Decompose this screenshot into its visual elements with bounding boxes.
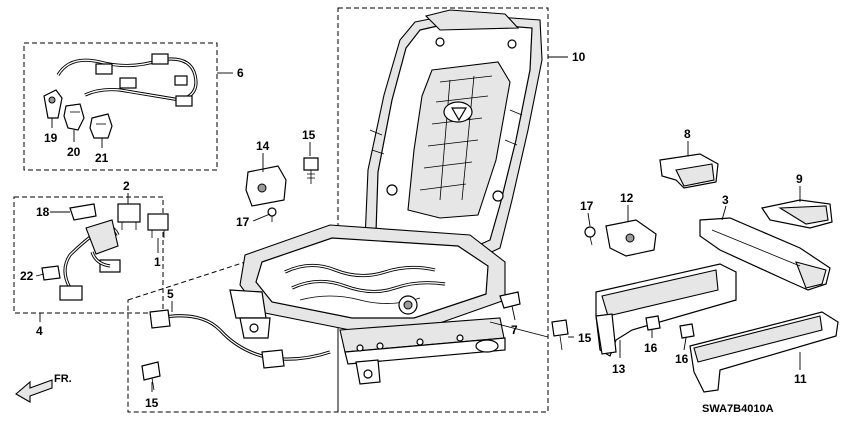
callout-15-bottom: 15 <box>145 396 159 410</box>
callout-15-top: 15 <box>302 128 316 142</box>
cover-9 <box>761 199 833 229</box>
callout-18: 18 <box>36 205 50 219</box>
callout-1: 1 <box>154 255 161 269</box>
callout-21: 21 <box>95 151 109 165</box>
front-arrow: FR. <box>15 373 72 403</box>
callout-20: 20 <box>67 145 81 159</box>
callout-11: 11 <box>794 372 807 386</box>
bracket-14 <box>245 165 287 207</box>
cover-11 <box>689 311 839 393</box>
callout-16-left: 16 <box>644 341 658 355</box>
callout-6: 6 <box>237 66 244 80</box>
callout-8: 8 <box>684 127 691 141</box>
callout-15-right: 15 <box>578 331 592 345</box>
clip-20 <box>63 103 85 131</box>
clip-22 <box>41 265 61 281</box>
callout-17-left: 17 <box>236 215 250 229</box>
clip-21 <box>89 113 113 139</box>
callout-3: 3 <box>722 193 729 207</box>
clip-7 <box>499 291 521 309</box>
group-box-harness-6 <box>23 42 218 171</box>
group-box-harness-4 <box>13 196 164 314</box>
front-arrow-label: FR. <box>54 373 72 385</box>
callout-7: 7 <box>511 323 518 337</box>
harness-6 <box>56 53 198 107</box>
reference-code: SWA7B4010A <box>702 403 774 415</box>
bolt-15-bottom <box>141 361 161 391</box>
clip-16-left <box>645 315 661 331</box>
callout-5: 5 <box>167 287 174 301</box>
cover-13 <box>595 263 737 357</box>
cover-3 <box>699 217 831 291</box>
callouts: 10 6 19 20 21 14 15 17 2 18 1 22 4 5 15 … <box>20 50 807 410</box>
callout-14: 14 <box>256 139 270 153</box>
group-boxes <box>13 7 549 413</box>
relay-2 <box>117 203 141 230</box>
callout-16-right: 16 <box>675 352 689 366</box>
callout-12: 12 <box>620 191 634 205</box>
clip-18 <box>69 203 97 221</box>
callout-4: 4 <box>36 324 43 338</box>
callout-9: 9 <box>796 172 803 186</box>
leader-lines <box>35 56 801 392</box>
callout-13: 13 <box>612 362 626 376</box>
group-box-seat-frame <box>337 7 549 413</box>
harness-4 <box>59 219 121 301</box>
bracket-12 <box>605 219 657 257</box>
callout-19: 19 <box>44 131 58 145</box>
callout-17-right: 17 <box>580 199 594 213</box>
cover-8 <box>659 153 719 189</box>
screw-17-right <box>584 226 596 246</box>
front-arrow-icon <box>15 379 53 403</box>
switch-1 <box>147 213 169 238</box>
screw-17-left <box>267 207 277 222</box>
callout-10: 10 <box>572 50 586 64</box>
clip-19 <box>43 89 63 119</box>
bolt-15-right <box>551 319 569 351</box>
callout-22: 22 <box>20 269 34 283</box>
seat-back-frame <box>364 9 543 263</box>
bolt-15-top <box>303 157 319 184</box>
callout-2: 2 <box>123 179 130 193</box>
clip-16-right <box>679 323 695 339</box>
seat-cushion-frame <box>229 224 506 385</box>
cable-5 <box>149 309 331 369</box>
